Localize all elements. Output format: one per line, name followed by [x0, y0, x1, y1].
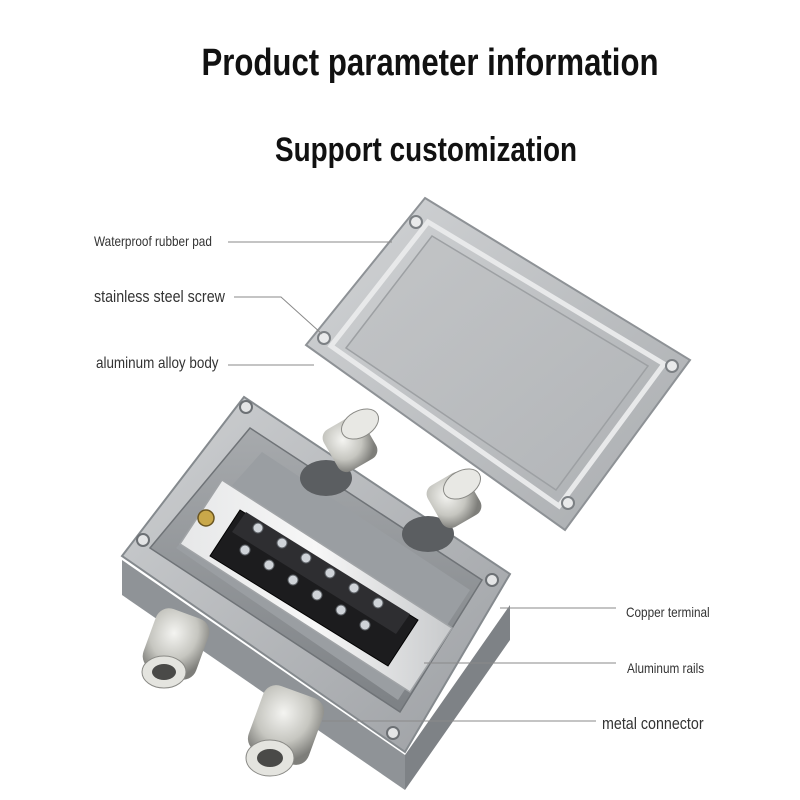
screw-hole [485, 573, 499, 587]
waterproof-rubber-pad-seal [327, 218, 668, 510]
callout-stainless-steel-screw: stainless steel screw [94, 287, 225, 306]
callout-copper-terminal: Copper terminal [626, 604, 710, 620]
callout-aluminum-alloy-body: aluminum alloy body [96, 355, 219, 372]
callout-aluminum-rails: Aluminum rails [627, 660, 705, 676]
page-subtitle: Support customization [274, 131, 578, 169]
copper-terminal-block [209, 509, 419, 667]
screw-hole [239, 400, 253, 414]
screw-hole [136, 533, 150, 547]
callout-metal-connector: metal connector [602, 714, 704, 733]
metal-connector-gland [141, 608, 210, 689]
screw-hole [317, 331, 331, 345]
callout-leader-lines [228, 241, 616, 722]
enclosure-body [120, 395, 512, 790]
callout-waterproof-rubber-pad: Waterproof rubber pad [94, 233, 212, 249]
metal-connector-gland [402, 468, 482, 552]
metal-connector-gland [300, 408, 379, 496]
metal-connector-gland [245, 685, 325, 777]
screw-hole [386, 726, 400, 740]
leader-stainless-steel-screw [234, 296, 323, 335]
screw-hole [665, 359, 679, 373]
ground-screw [197, 509, 215, 527]
page-title: Product parameter information [201, 42, 659, 84]
enclosure-lid [304, 196, 692, 532]
screw-hole [561, 496, 575, 510]
screw-hole [409, 215, 423, 229]
